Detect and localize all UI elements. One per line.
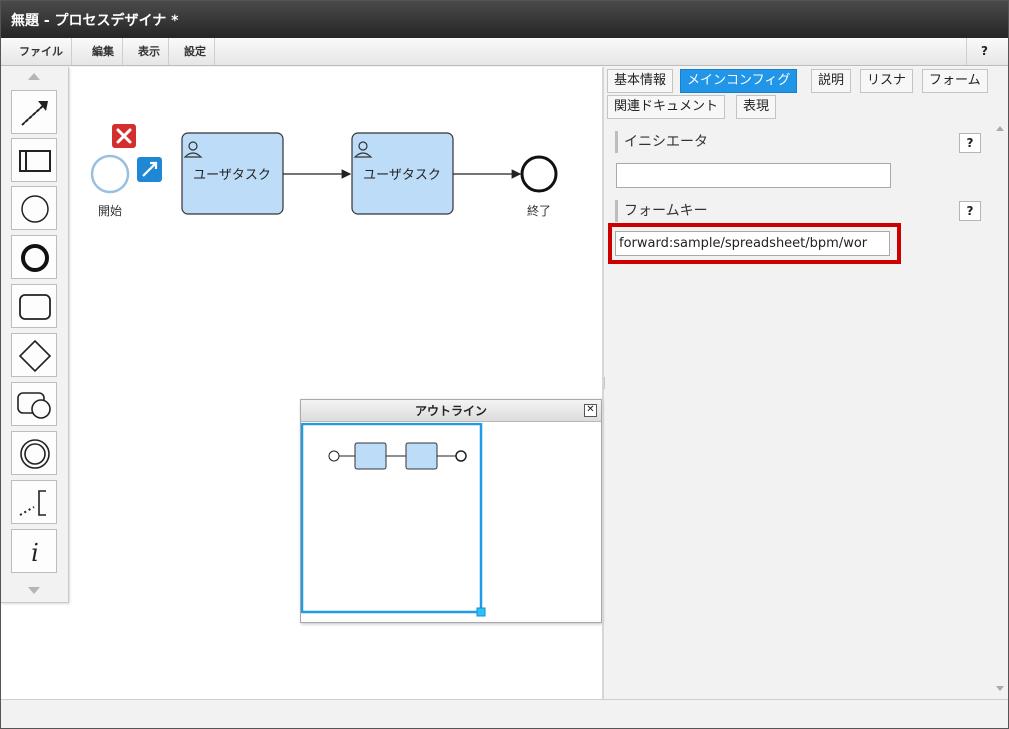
end-label: 終了 bbox=[527, 203, 551, 218]
scroll-up-icon[interactable] bbox=[996, 126, 1004, 131]
status-bar bbox=[1, 699, 1008, 728]
start-label: 開始 bbox=[98, 204, 122, 218]
outline-resize-handle[interactable] bbox=[476, 607, 486, 617]
task2-label: ユーザタスク bbox=[363, 168, 441, 183]
outline-title-bar: アウトライン bbox=[301, 400, 601, 422]
gateway-tool-icon bbox=[18, 339, 52, 373]
outline-preview bbox=[301, 423, 486, 617]
svg-text:i: i bbox=[31, 539, 39, 567]
tab-expression[interactable]: 表現 bbox=[736, 95, 777, 119]
gateway-tool[interactable] bbox=[11, 333, 57, 377]
info-tool-icon: i bbox=[31, 539, 39, 567]
window-title: 無題 - プロセスデザイナ * bbox=[11, 13, 179, 29]
user-icon bbox=[183, 141, 203, 158]
connection-tool-icon bbox=[21, 101, 48, 126]
connect-arrow-icon[interactable] bbox=[137, 157, 162, 182]
outline-window: アウトライン ✕ bbox=[300, 399, 602, 623]
pool-tool-icon bbox=[19, 150, 51, 172]
palette-scroll-up-icon[interactable] bbox=[28, 73, 40, 80]
panel-scrollbar[interactable] bbox=[992, 122, 1008, 699]
user-task-1[interactable]: ユーザタスク bbox=[181, 132, 284, 215]
scroll-down-icon[interactable] bbox=[996, 686, 1004, 691]
tab-basic-info[interactable]: 基本情報 bbox=[607, 69, 674, 93]
task1-label: ユーザタスク bbox=[193, 168, 271, 183]
user-icon bbox=[353, 141, 373, 158]
menu-view[interactable]: 表示 bbox=[130, 38, 169, 65]
tool-palette: i bbox=[1, 67, 69, 603]
initiator-help-button[interactable]: ? bbox=[959, 133, 981, 153]
palette-scroll-down-icon[interactable] bbox=[28, 587, 40, 594]
diagram-svg: 開始 ユーザタスク ユーザタスク bbox=[90, 124, 558, 218]
annotation-tool[interactable] bbox=[11, 480, 57, 524]
tab-listener[interactable]: リスナ bbox=[860, 69, 914, 93]
menu-edit[interactable]: 編集 bbox=[84, 38, 123, 65]
start-event-tool[interactable] bbox=[11, 186, 57, 230]
annotation-tool-icon bbox=[19, 490, 46, 516]
form-key-input[interactable] bbox=[615, 231, 890, 256]
title-bar: 無題 - プロセスデザイナ * bbox=[1, 1, 1008, 38]
delete-icon[interactable] bbox=[112, 124, 136, 148]
end-event[interactable] bbox=[520, 155, 558, 193]
panel-splitter[interactable] bbox=[602, 67, 604, 699]
outline-close-icon[interactable]: ✕ bbox=[584, 404, 597, 417]
start-event[interactable] bbox=[90, 154, 130, 194]
subprocess-tool[interactable] bbox=[11, 382, 57, 426]
task-tool[interactable] bbox=[11, 284, 57, 328]
menu-settings[interactable]: 設定 bbox=[176, 38, 215, 65]
task-tool-icon bbox=[19, 294, 51, 320]
menu-bar: ファイル 編集 表示 設定 ? bbox=[1, 38, 1008, 66]
form-key-label: フォームキー bbox=[615, 200, 708, 222]
pool-tool[interactable] bbox=[11, 138, 57, 182]
tab-description[interactable]: 説明 bbox=[811, 69, 852, 93]
properties-panel: 基本情報 メインコンフィグ 説明 リスナ フォーム 関連ドキュメント 表現 イニ… bbox=[605, 67, 1008, 699]
end-event-tool-icon bbox=[21, 244, 49, 272]
tab-related-docs[interactable]: 関連ドキュメント bbox=[607, 95, 726, 119]
start-event-tool-icon bbox=[21, 195, 49, 223]
help-button[interactable]: ? bbox=[966, 38, 1002, 65]
info-tool[interactable]: i bbox=[11, 529, 57, 573]
menu-file[interactable]: ファイル bbox=[11, 38, 72, 65]
intermediate-event-tool[interactable] bbox=[11, 431, 57, 475]
intermediate-event-tool-icon bbox=[20, 439, 50, 469]
initiator-input[interactable] bbox=[616, 163, 891, 188]
form-key-highlight bbox=[608, 223, 901, 264]
tab-form[interactable]: フォーム bbox=[922, 69, 988, 93]
end-event-tool[interactable] bbox=[11, 235, 57, 279]
initiator-label: イニシエータ bbox=[615, 131, 708, 153]
form-key-help-button[interactable]: ? bbox=[959, 201, 981, 221]
user-task-2[interactable]: ユーザタスク bbox=[351, 132, 454, 215]
subprocess-tool-icon bbox=[17, 392, 51, 419]
connection-tool[interactable] bbox=[11, 90, 57, 134]
tab-main-config[interactable]: メインコンフィグ bbox=[680, 69, 798, 93]
outline-viewport[interactable] bbox=[301, 423, 483, 614]
outline-title: アウトライン bbox=[414, 404, 487, 418]
